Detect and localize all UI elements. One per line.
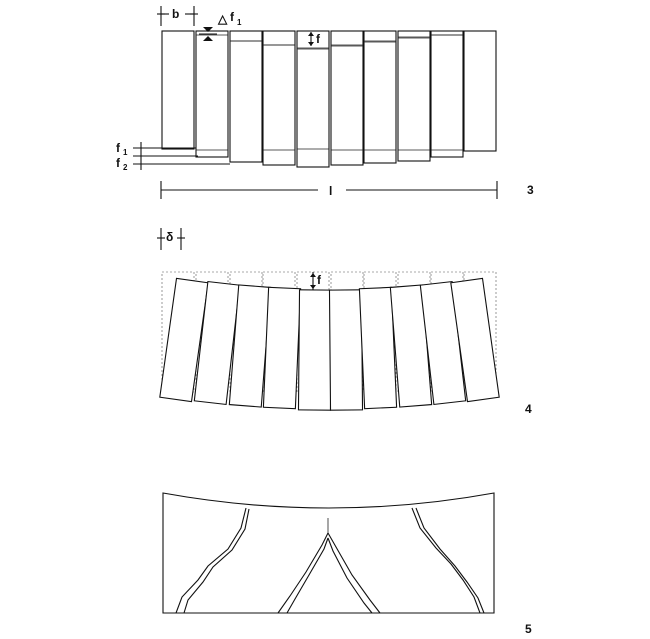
dimension-b: b: [157, 6, 198, 26]
fig3-block-3: [229, 30, 263, 163]
crack-center-right: [327, 532, 381, 614]
fig3-block-2: [195, 30, 229, 158]
figure-4-blocks: [159, 277, 500, 411]
fig3-block-5: [296, 30, 330, 168]
dimension-f: f: [308, 32, 321, 46]
label-delta-f1: f: [230, 10, 235, 24]
label-delta-f1-subscript: 1: [237, 18, 242, 27]
fig3-block-1: [161, 30, 195, 150]
crack-left-inner: [183, 508, 250, 614]
label-f-fig3: f: [316, 32, 321, 46]
figure-3-blocks: [161, 30, 497, 168]
label-delta: δ: [166, 230, 173, 244]
figure-number-4: 4: [525, 402, 532, 416]
dimension-f1-f2: f 1 f 2: [116, 141, 230, 172]
label-delta-f1-symbol: △: [217, 12, 228, 26]
fig3-block-10: [463, 30, 497, 152]
fig4-block-1: [159, 277, 209, 403]
dimension-l: l: [160, 181, 498, 199]
dimension-delta-f1: △ f 1: [199, 10, 242, 41]
crack-center-left-inner: [286, 537, 329, 614]
fig3-block-4: [262, 30, 296, 166]
fig4-block-4: [262, 286, 302, 410]
label-l: l: [329, 184, 332, 198]
label-f1-subscript: 1: [123, 148, 128, 157]
label-f2-subscript: 2: [123, 163, 128, 172]
label-f1: f: [116, 141, 121, 155]
label-f2: f: [116, 156, 121, 170]
fig3-block-7: [363, 30, 397, 164]
fig4-block-2: [193, 280, 241, 406]
fig4-block-7: [358, 286, 398, 410]
fig3-block-8: [397, 30, 431, 162]
figure-number-3: 3: [527, 183, 534, 197]
crack-left-outer: [175, 507, 247, 614]
crack-center-left: [277, 532, 329, 614]
fig4-block-10: [450, 277, 500, 403]
dimension-delta: δ: [157, 228, 185, 250]
fig3-block-9: [430, 30, 464, 158]
dimension-f-fig4: f: [310, 272, 322, 290]
figure-3-block-pairs: b △ f 1 f f 1 f 2: [116, 6, 534, 199]
label-f-fig4: f: [317, 273, 322, 287]
figure-4-rotated-blocks: δ f 4: [157, 228, 532, 416]
figure-number-5: 5: [525, 622, 532, 636]
fig4-block-6: [328, 289, 364, 411]
crack-right-inner: [415, 507, 485, 614]
crack-right-outer: [411, 507, 481, 614]
fig4-block-5: [297, 289, 333, 411]
label-b: b: [172, 7, 179, 21]
crack-center-right-inner: [327, 537, 373, 614]
beam-outline: [162, 492, 495, 614]
figure-5-crack-pattern: 5: [162, 492, 532, 636]
fig3-block-6: [330, 30, 364, 166]
